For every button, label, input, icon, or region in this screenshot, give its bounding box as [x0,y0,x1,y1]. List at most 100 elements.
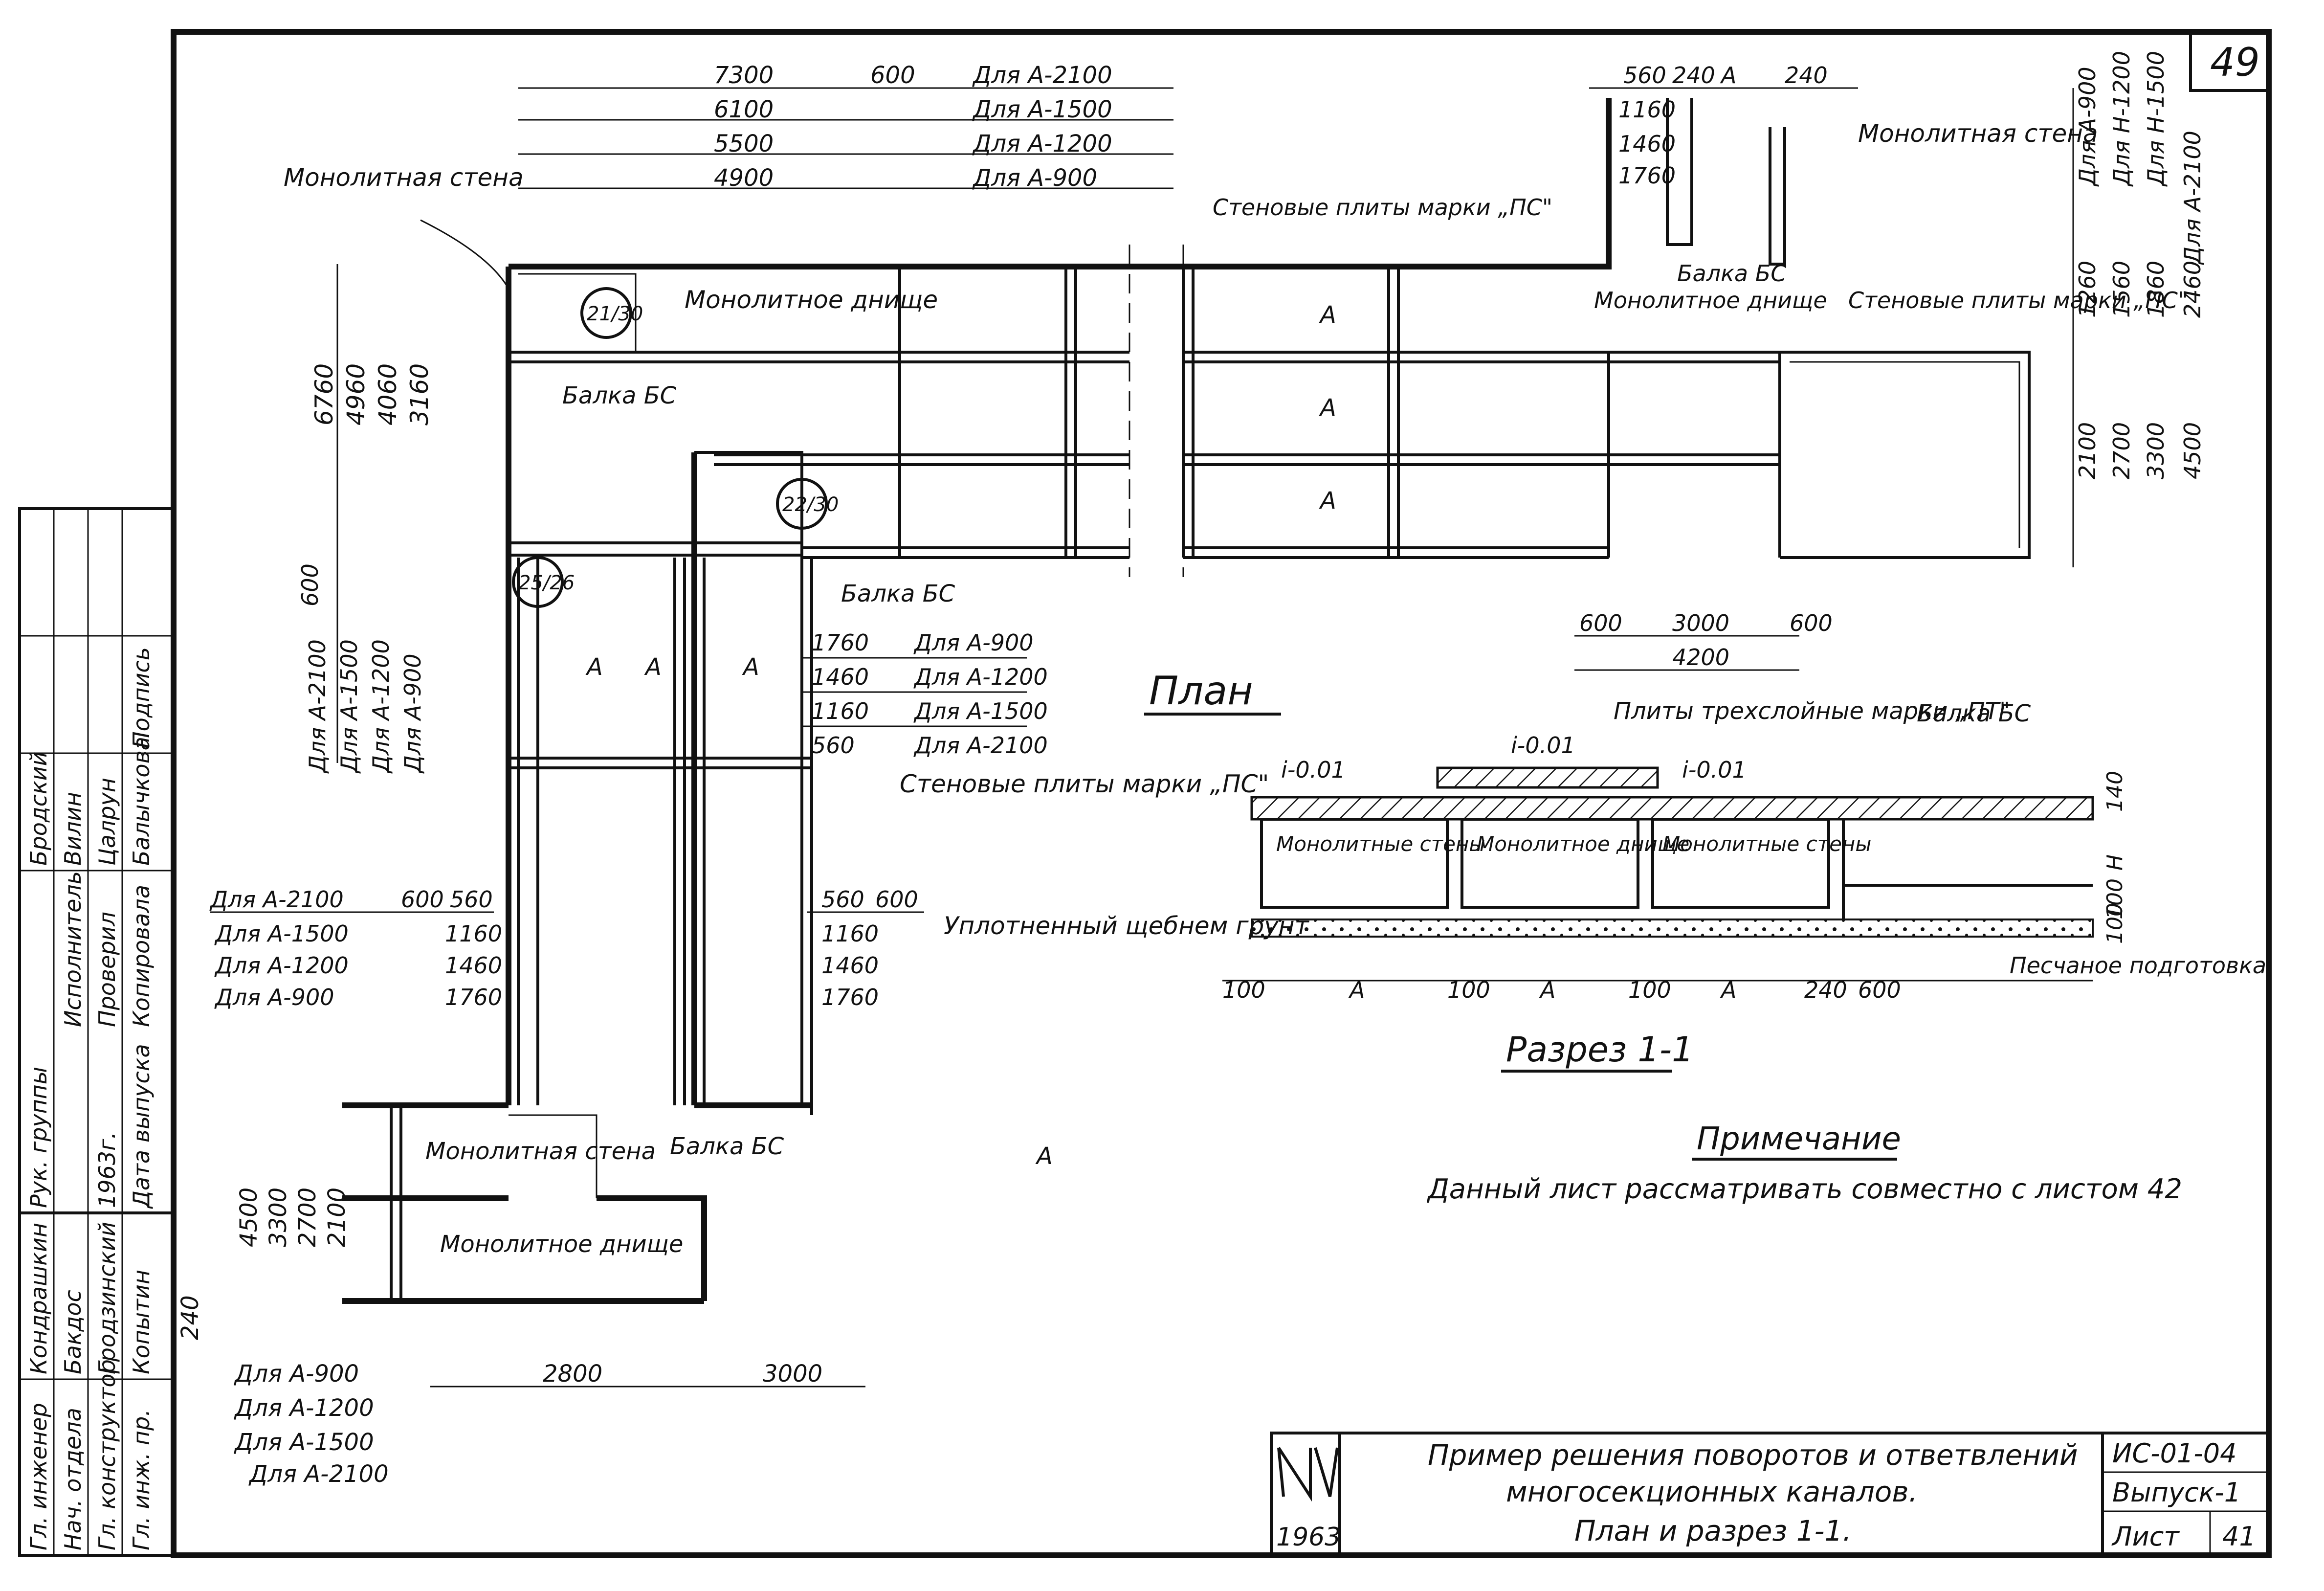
channel-A-5: А [1319,394,1336,422]
left-dim-3: 4060 [374,363,402,426]
bottom-dimensions: Для А-900 Для А-1200 Для А-1500 Для А-21… [177,1188,865,1488]
callout-22-30: 22/30 [776,478,839,530]
right-col-2: 1460 [1618,131,1676,157]
label-monolithic-bottom-section: Монолитное днище [1477,832,1689,856]
top-variant-3: Для А-1200 [972,130,1112,157]
ll-col-560: 560 [450,886,493,913]
section-title: Разрез 1-1 [1506,1030,1694,1070]
ll-col-1160: 1160 [445,920,502,947]
mid-variant-4: Для А-2100 [913,732,1048,759]
right-stack-3: 1860 [2143,261,2169,318]
ll-variant-4: Для А-900 [214,984,334,1010]
bottom-stack-4: 2100 [323,1188,351,1247]
mid-variant-1: Для А-900 [913,629,1034,656]
right-vert-4: Для А-2100 [2179,131,2206,265]
sec-dim-5: 100 [1628,977,1671,1003]
label-monolithic-walls-2: Монолитные стены [1662,832,1872,856]
right-stack-1: 1260 [2074,261,2101,318]
ll-variant-1: Для А-2100 [209,886,344,913]
right-bottom-1: 600 [1579,610,1622,636]
stamp-role-8: Копировала [128,885,155,1027]
top-variant-2: Для А-1500 [972,96,1112,123]
sec-dim-3: 100 [1447,977,1490,1003]
right-bottom-3: 600 [1790,610,1833,636]
note-title: Примечание [1697,1121,1901,1157]
top-dim-small: 600 [870,62,915,89]
bottom-v1: 2800 [543,1360,602,1388]
right-top-3: А [1720,62,1736,89]
lr-col-1160: 1160 [821,920,879,947]
right-col-1: 1160 [1618,96,1676,123]
stamp-role-7: Проверил [94,912,120,1027]
sec-dim-4: А [1539,977,1555,1003]
right-dimensions: 560 240 А 240 1160 1460 1760 Для А-900 Д… [1574,51,2206,671]
label-wall-plates-1: Стеновые плиты марки „ПС" [1213,194,1552,221]
mid-dim-4: 560 [812,732,855,759]
ll-variant-3: Для А-1200 [214,952,349,979]
right-bottom-2: 3000 [1672,610,1729,636]
right-stack2-2: 2700 [2108,422,2135,479]
sec-right-2: Н [2103,854,2127,871]
channel-A-3: А [742,653,759,681]
title-code: ИС-01-04 [2112,1438,2237,1469]
callout-25-26-label: 25/26 [518,572,575,594]
bottom-240: 240 [177,1295,204,1340]
sec-right-3: 100 [2103,878,2127,919]
mid-dim-2: 1460 [812,664,869,690]
left-variant-3: Для А-1200 [368,639,394,774]
label-monolithic-bottom-2: Монолитное днище [1594,287,1827,314]
left-variant-2: Для А-1500 [336,639,362,774]
right-top-4: 240 [1785,62,1828,89]
title-sheet-label: Лист [2111,1521,2180,1552]
right-stack-2: 1560 [2108,261,2135,318]
title-issue: Выпуск-1 [2112,1477,2241,1508]
bottom-variant-4: Для А-2100 [248,1460,389,1488]
top-dim-4: 4900 [714,164,774,192]
channel-A-4: А [1319,301,1336,329]
stamp-date-value: 1963г. [94,1132,120,1208]
title-block: 1963 Пример решения поворотов и ответвле… [1270,1432,2270,1557]
stamp-name-1: Кондрашкин [25,1223,52,1374]
stamp-name-5: Бродский [25,751,52,866]
top-dim-3: 5500 [714,130,774,157]
title-line-2: многосекционных каналов. [1506,1475,1918,1508]
stamp-name-4: Копытин [128,1270,155,1374]
left-dim-1: 6760 [310,363,338,426]
plan-title: План [1149,668,1253,714]
top-variant-4: Для А-900 [972,164,1097,192]
right-top-1: 560 [1623,62,1666,89]
ll-variant-2: Для А-1500 [214,920,349,947]
callout-22-30-label: 22/30 [782,493,839,516]
right-vert-3: Для Н-1500 [2143,51,2169,187]
page-number-box [2189,30,2270,92]
ll-col-1760: 1760 [445,984,502,1010]
label-beam-bs-3: Балка БС [670,1133,784,1160]
left-dim-2: 4960 [342,363,370,426]
label-beam-bs-4: Балка БС [1677,260,1786,287]
stamp-role-4: Гл. инж. пр. [128,1409,155,1550]
mid-dim-1: 1760 [812,629,869,656]
top-dim-1: 7300 [714,62,774,89]
sec-right-4: 100 [2103,903,2127,944]
top-dimensions: 7300 6100 5500 4900 600 Для А-2100 Для А… [518,62,1173,192]
section-1-1: i-0.01 i-0.01 i-0.01 Плиты трехслойные м… [1222,697,2266,1003]
right-top-2: 240 [1672,62,1715,89]
label-three-layer-plates-1: Плиты трехслойные марки „ПТ" [1614,697,2010,725]
label-wall-plates-2: Стеновые плиты марки „ПС" [900,770,1269,798]
bottom-variant-1: Для А-900 [234,1360,359,1388]
callout-21-30: 21/30 [580,287,643,339]
stamp-date-label: Дата выпуска [128,1044,155,1209]
right-vert-1: Для А-900 [2074,67,2101,187]
right-vert-2: Для Н-1200 [2108,51,2135,187]
label-compacted-soil: Уплотненный щебнем грунт [944,912,1310,940]
sec-right-1: 140 [2103,771,2127,812]
title-sheet-no: 41 [2222,1521,2256,1552]
label-beam-bs-section: Балка БС [1917,700,2031,727]
stamp-role-6: Исполнитель [60,871,86,1027]
left-dimensions: 6760 4960 4060 3160 600 Для А-2100 Для А… [297,264,434,774]
label-beam-bs-2: Балка БС [841,580,955,607]
bottom-variant-2: Для А-1200 [234,1394,374,1422]
lr-col-600: 600 [875,886,918,913]
left-variant-4: Для А-900 [399,654,426,774]
